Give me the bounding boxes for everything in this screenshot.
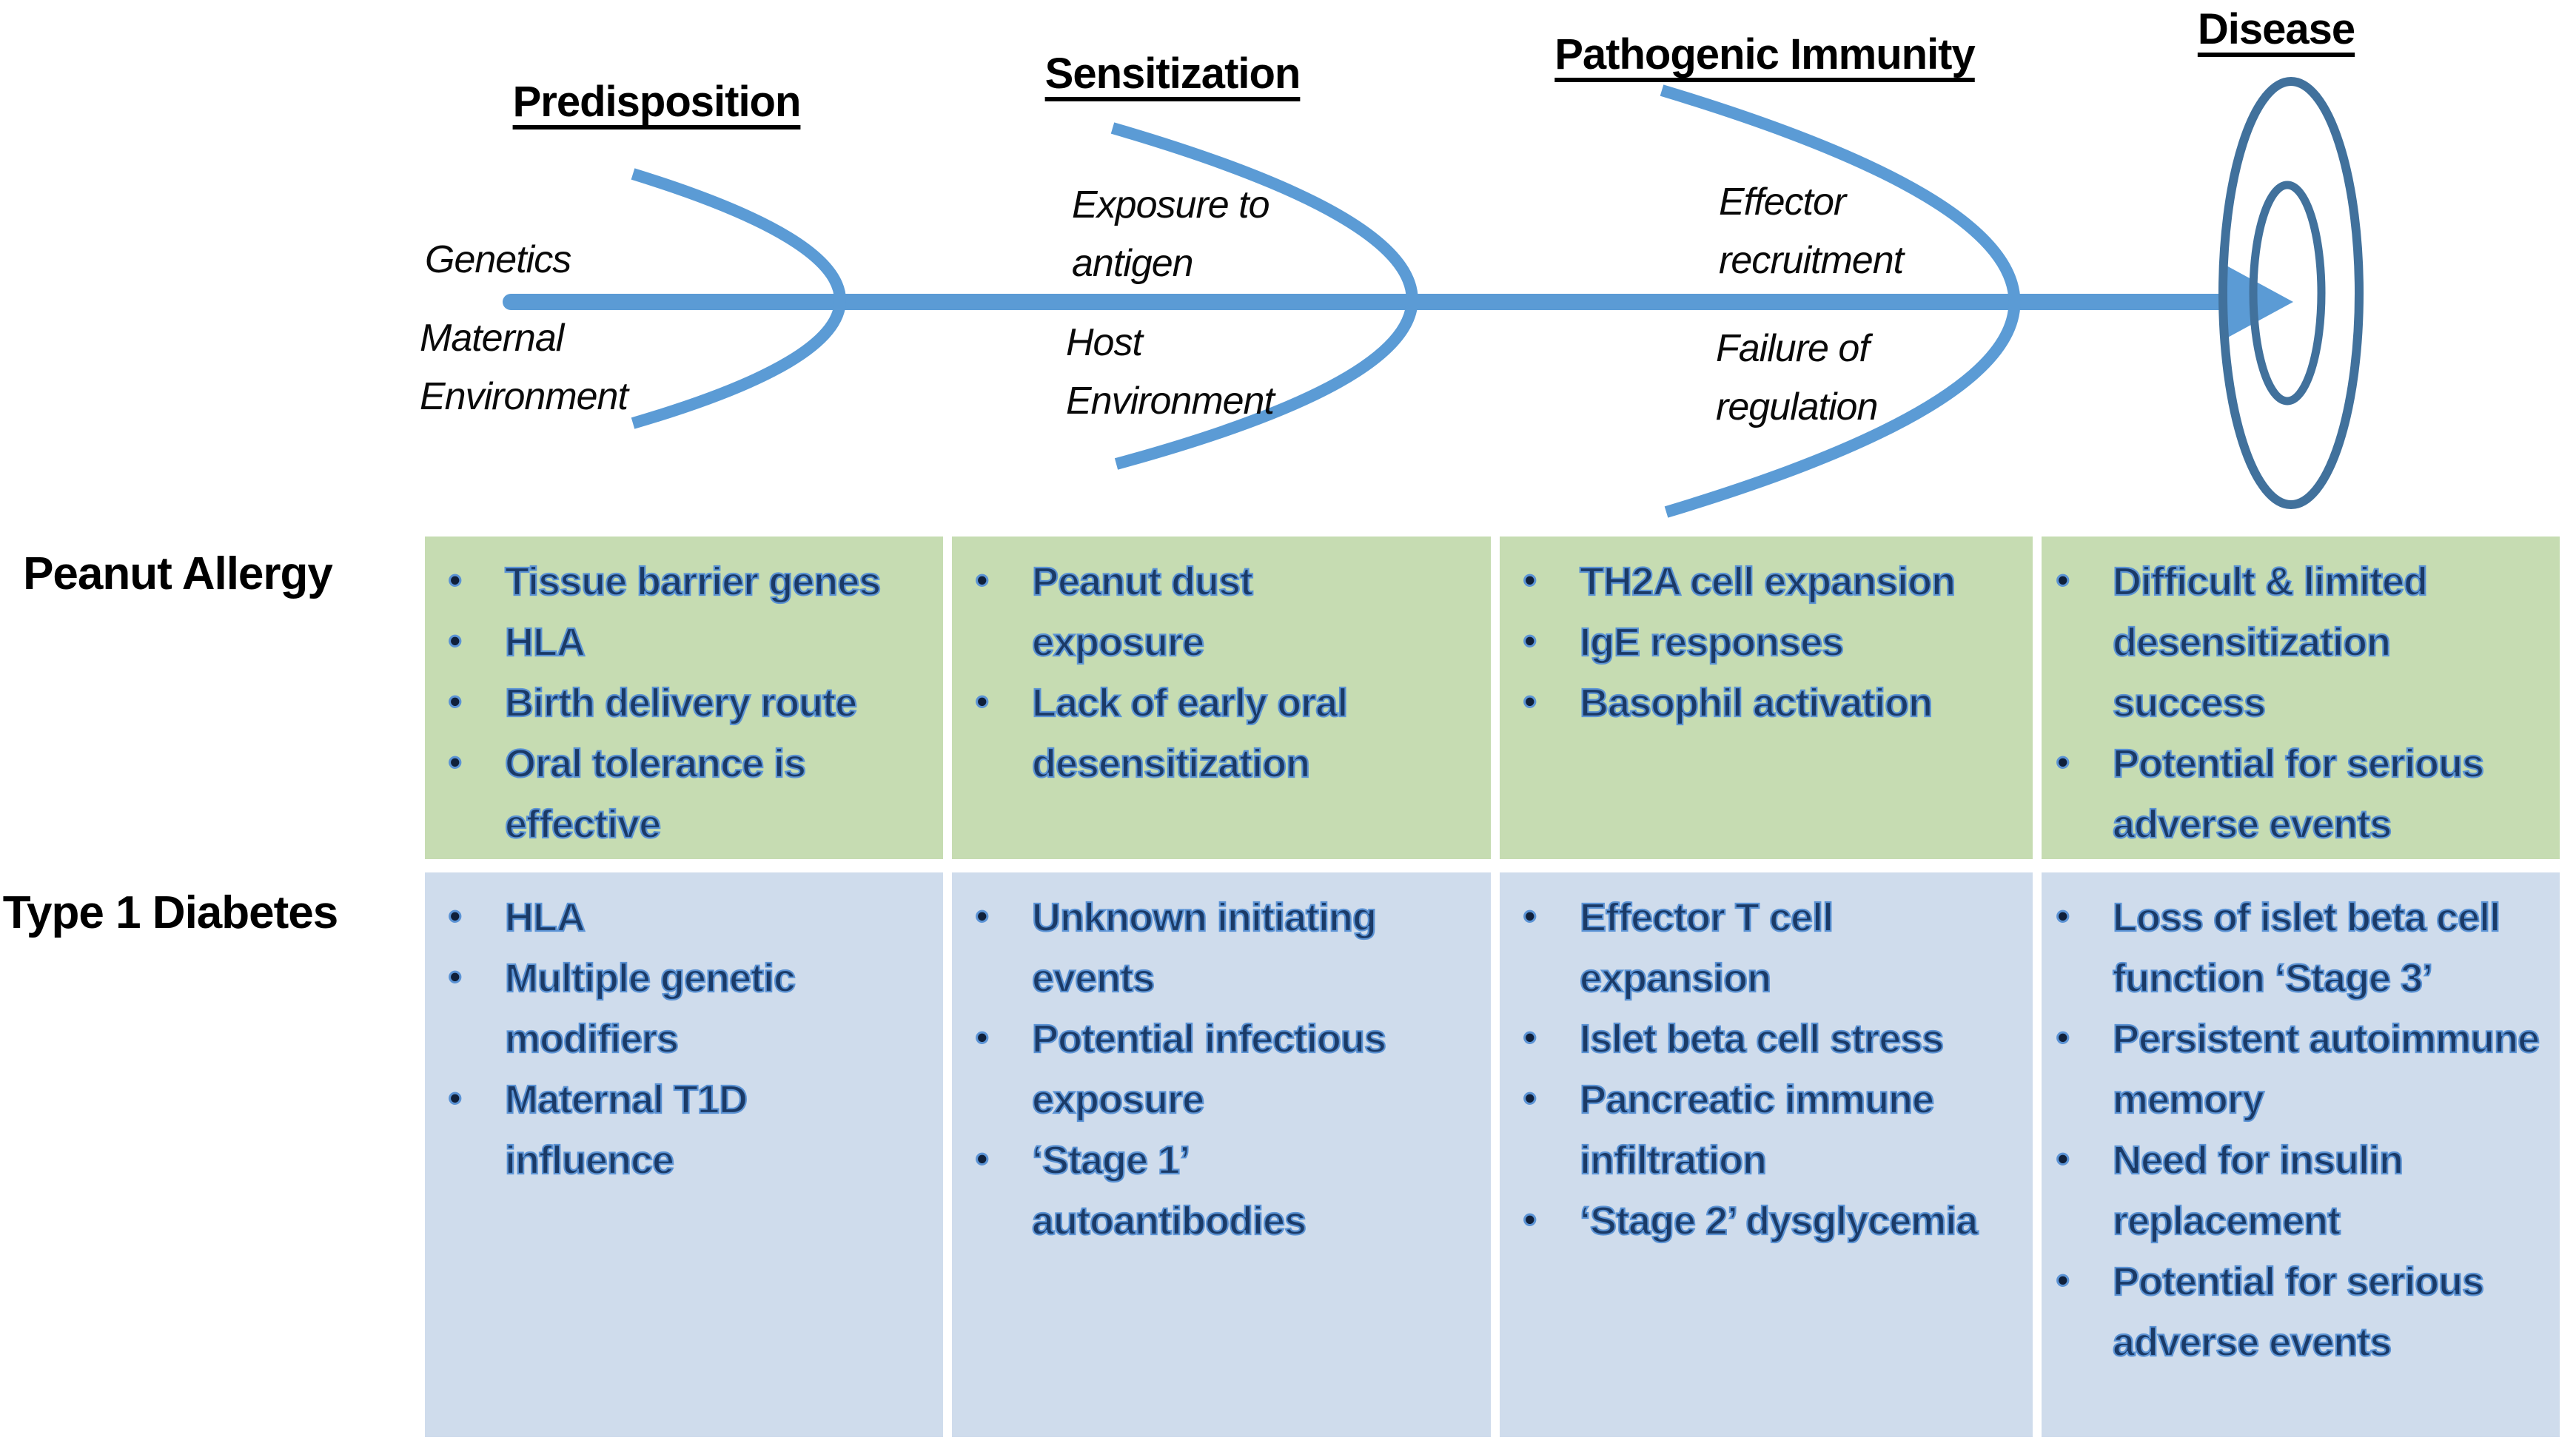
cell-item: Lack of early oral desensitization xyxy=(976,671,1428,794)
cell-list: Difficult & limited desensitization succ… xyxy=(2056,550,2551,855)
stage-note-line: recruitment xyxy=(1719,239,1904,282)
cell-item: ‘Stage 2’ dysglycemia xyxy=(1523,1189,2013,1251)
cell-item: Loss of islet beta cell function ‘Stage … xyxy=(2056,886,2551,1009)
cell-item: HLA xyxy=(449,886,924,948)
stage-header-sensitization: Sensitization xyxy=(1044,50,1301,98)
stage-note-line: Failure of xyxy=(1716,327,1870,370)
stage-note-line: antigen xyxy=(1072,242,1194,285)
cell-item: Unknown initiating events xyxy=(976,886,1428,1009)
cell-item: Multiple genetic modifiers xyxy=(449,946,924,1069)
cell-list: Effector T cell expansion Islet beta cel… xyxy=(1523,886,2013,1251)
cell-item: Persistent autoimmune memory xyxy=(2056,1007,2551,1130)
table-cell-t1d-disease: Loss of islet beta cell function ‘Stage … xyxy=(2042,872,2560,1437)
cell-list: HLA Multiple genetic modifiers Maternal … xyxy=(449,886,924,1191)
cell-item: Difficult & limited desensitization succ… xyxy=(2056,550,2551,733)
stage-note-line: regulation xyxy=(1716,386,1878,428)
stage-header-predisposition: Predisposition xyxy=(512,78,802,126)
stage-note-line: Maternal xyxy=(420,317,564,360)
cell-item: Effector T cell expansion xyxy=(1523,886,2013,1009)
cell-list: TH2A cell expansion IgE responses Basoph… xyxy=(1523,550,2013,733)
stage-note-line: Environment xyxy=(1066,380,1275,423)
cell-item: Potential for serious adverse events xyxy=(2056,1250,2551,1373)
stage-note-predisposition-below: Maternal Environment xyxy=(420,309,628,426)
table-cell-peanut-pathogenic-immunity: TH2A cell expansion IgE responses Basoph… xyxy=(1500,536,2033,859)
pathogenic-immunity-stage-arc xyxy=(1660,84,2021,518)
stage-note-predisposition-above: Genetics xyxy=(425,231,571,289)
cell-item: Basophil activation xyxy=(1523,671,2013,733)
cell-item: ‘Stage 1’ autoantibodies xyxy=(976,1128,1428,1251)
cell-list: Peanut dust exposure Lack of early oral … xyxy=(976,550,1428,794)
stage-note-pathogenic-below: Failure of regulation xyxy=(1716,320,1878,437)
cell-item: Pancreatic immune infiltration xyxy=(1523,1068,2013,1191)
cell-item: IgE responses xyxy=(1523,610,2013,673)
stage-note-sensitization-below: Host Environment xyxy=(1066,314,1275,431)
stage-note-line: Host xyxy=(1066,321,1143,364)
table-cell-t1d-pathogenic-immunity: Effector T cell expansion Islet beta cel… xyxy=(1500,872,2033,1437)
cell-item: Tissue barrier genes xyxy=(449,550,924,612)
cell-item: Potential for serious adverse events xyxy=(2056,732,2551,855)
stage-note-sensitization-above: Exposure to antigen xyxy=(1072,176,1269,293)
stage-note-line: Environment xyxy=(420,375,628,418)
table-cell-peanut-predisposition: Tissue barrier genes HLA Birth delivery … xyxy=(425,536,943,859)
stage-note-pathogenic-above: Effector recruitment xyxy=(1719,173,1904,290)
predisposition-stage-arc xyxy=(631,168,846,429)
stage-header-pathogenic-immunity: Pathogenic Immunity xyxy=(1554,30,1976,78)
stage-note-line: Exposure to xyxy=(1072,184,1269,226)
cell-item: Potential infectious exposure xyxy=(976,1007,1428,1130)
row-label-peanut-allergy: Peanut Allergy xyxy=(23,548,333,599)
cell-item: HLA xyxy=(449,610,924,673)
cell-list: Unknown initiating events Potential infe… xyxy=(976,886,1428,1251)
cell-item: Peanut dust exposure xyxy=(976,550,1428,673)
cell-item: Oral tolerance is effective xyxy=(449,732,924,855)
cell-list: Tissue barrier genes HLA Birth delivery … xyxy=(449,550,924,855)
table-cell-t1d-predisposition: HLA Multiple genetic modifiers Maternal … xyxy=(425,872,943,1437)
comparison-table: Tissue barrier genes HLA Birth delivery … xyxy=(425,536,2560,1437)
cell-item: TH2A cell expansion xyxy=(1523,550,2013,612)
cell-item: Islet beta cell stress xyxy=(1523,1007,2013,1069)
disease-outer-ellipse-icon xyxy=(2218,77,2364,509)
table-cell-peanut-sensitization: Peanut dust exposure Lack of early oral … xyxy=(952,536,1491,859)
timeline-arrowhead-icon xyxy=(2225,265,2293,339)
table-cell-peanut-disease: Difficult & limited desensitization succ… xyxy=(2042,536,2560,859)
row-label-type-1-diabetes: Type 1 Diabetes xyxy=(2,887,338,938)
table-cell-t1d-sensitization: Unknown initiating events Potential infe… xyxy=(952,872,1491,1437)
stage-header-disease: Disease xyxy=(2197,5,2355,53)
cell-item: Need for insulin replacement xyxy=(2056,1128,2551,1251)
cell-list: Loss of islet beta cell function ‘Stage … xyxy=(2056,886,2551,1373)
cell-item: Maternal T1D influence xyxy=(449,1068,924,1191)
disease-inner-ellipse-icon xyxy=(2249,181,2326,406)
stage-note-line: Genetics xyxy=(425,238,571,281)
stage-note-line: Effector xyxy=(1719,181,1846,223)
cell-item: Birth delivery route xyxy=(449,671,924,733)
